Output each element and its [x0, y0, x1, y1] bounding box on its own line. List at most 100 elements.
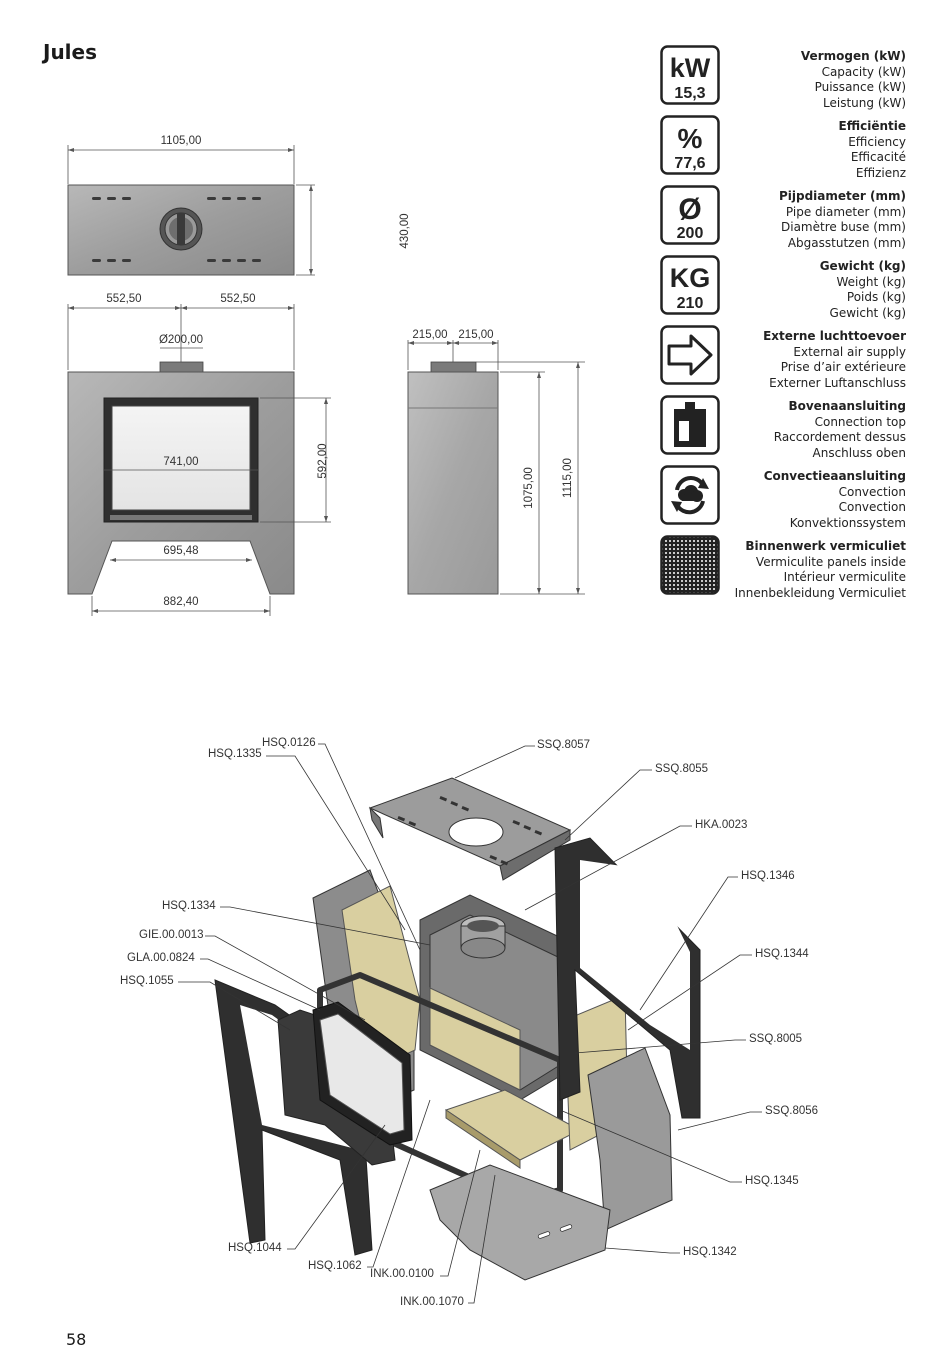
- spec-pipe-fr: Diamètre buse (mm): [781, 220, 906, 235]
- spec-pipe-diameter: Ø 200 Pijpdiameter (mm) Pipe diameter (m…: [660, 185, 906, 250]
- dim-top-width: 1105,00: [161, 135, 202, 147]
- dim-outer-leg-span: 882,40: [163, 596, 198, 608]
- callout-hsq-1334: HSQ.1334: [162, 900, 216, 912]
- spec-connection-top-title: Bovenaansluiting: [788, 399, 906, 413]
- dim-glass-width: 741,00: [163, 456, 198, 468]
- dim-door-height: 592,00: [317, 443, 329, 478]
- weight-icon: KG 210: [660, 255, 720, 315]
- spec-convection-fr: Convection: [838, 500, 906, 515]
- convection-icon: [660, 465, 720, 525]
- spec-capacity-en: Capacity (kW): [821, 64, 906, 79]
- spec-efficiency-fr: Efficacité: [850, 150, 906, 165]
- spec-capacity: kW 15,3 Vermogen (kW) Capacity (kW) Puis…: [660, 45, 906, 110]
- spec-convection: Convectieaansluiting Convection Convecti…: [660, 465, 906, 530]
- callout-hsq-1062: HSQ.1062: [308, 1260, 362, 1272]
- callout-hsq-1345: HSQ.1345: [745, 1175, 799, 1187]
- spec-external-air-title: Externe luchttoevoer: [763, 329, 906, 343]
- spec-efficiency: % 77,6 Efficiëntie Efficiency Efficacité…: [660, 115, 906, 180]
- page-number: 58: [66, 1330, 87, 1349]
- part-right-side-cover: [587, 1047, 673, 1231]
- spec-weight-title: Gewicht (kg): [819, 259, 906, 273]
- callout-ssq-8056: SSQ.8056: [765, 1105, 819, 1117]
- spec-vermiculite-de: Innenbekleidung Vermiculiet: [734, 585, 906, 600]
- part-base-tray: [429, 1164, 611, 1281]
- callout-hsq-1346: HSQ.1346: [741, 870, 795, 882]
- callout-ssq-8055: SSQ.8055: [655, 763, 709, 775]
- spec-pipe-en: Pipe diameter (mm): [785, 204, 906, 219]
- spec-capacity-fr: Puissance (kW): [814, 80, 906, 95]
- dim-top-depth: 430,00: [399, 213, 411, 248]
- spec-efficiency-en: Efficiency: [848, 134, 906, 149]
- dim-front-half-right: 552,50: [220, 293, 255, 305]
- stove-top-connection-icon: [660, 395, 720, 455]
- part-top-panel: [368, 777, 572, 881]
- vermiculite-grid-icon: [660, 535, 720, 595]
- dim-side-half-left: 215,00: [412, 329, 447, 341]
- spec-external-air-fr: Prise d’air extérieure: [780, 360, 906, 375]
- spec-efficiency-de: Effizienz: [855, 165, 906, 180]
- arrow-right-icon: [660, 325, 720, 385]
- spec-efficiency-title: Efficiëntie: [838, 119, 906, 133]
- spec-pipe-de: Abgasstutzen (mm): [787, 235, 906, 250]
- weight-icon-label: KG: [670, 263, 711, 293]
- spec-vermiculite-fr: Intérieur vermiculite: [783, 570, 906, 585]
- diameter-icon-value: 200: [677, 225, 704, 242]
- spec-weight-de: Gewicht (kg): [829, 305, 906, 320]
- spec-capacity-de: Leistung (kW): [823, 95, 906, 110]
- technical-drawings: 1105,00 430,00 552,50: [67, 135, 585, 616]
- spec-vermiculite-title: Binnenwerk vermiculiet: [745, 539, 906, 553]
- side-view: 215,00 215,00 1075,00 1115,00: [407, 329, 585, 595]
- kw-icon-value: 15,3: [674, 85, 705, 102]
- diameter-icon-label: Ø: [678, 193, 701, 226]
- spec-external-air-en: External air supply: [793, 344, 906, 359]
- spec-external-air: Externe luchttoevoer External air supply…: [660, 325, 906, 390]
- dim-side-half-right: 215,00: [458, 329, 493, 341]
- callout-ink-00-1070: INK.00.1070: [400, 1296, 464, 1308]
- callout-hsq-1044: HSQ.1044: [228, 1242, 282, 1254]
- kw-icon-label: kW: [670, 53, 711, 83]
- callout-hsq-0126: HSQ.0126: [262, 737, 316, 749]
- kw-icon: kW 15,3: [660, 45, 720, 105]
- spec-external-air-de: Externer Luftanschluss: [769, 375, 906, 390]
- callout-ssq-8057: SSQ.8057: [537, 739, 591, 751]
- callout-gie-00-0013: GIE.00.0013: [139, 929, 204, 941]
- callout-hsq-1344: HSQ.1344: [755, 948, 809, 960]
- spec-convection-de: Konvektionssystem: [789, 515, 906, 530]
- callout-ssq-8005: SSQ.8005: [749, 1033, 803, 1045]
- spec-convection-en: Convection: [838, 484, 906, 499]
- part-firebox: [419, 894, 571, 1101]
- callout-hka-0023: HKA.0023: [695, 819, 748, 831]
- diameter-icon: Ø 200: [660, 185, 720, 245]
- spec-capacity-title: Vermogen (kW): [800, 49, 906, 63]
- callout-gla-00-0824: GLA.00.0824: [127, 952, 195, 964]
- weight-icon-value: 210: [677, 295, 704, 312]
- callout-hsq-1335: HSQ.1335: [208, 748, 262, 760]
- leader-lines: [178, 743, 762, 1304]
- part-door: [277, 1001, 413, 1166]
- front-view: 552,50 552,50 Ø200,00 741,00 592,00 695,…: [67, 293, 331, 616]
- dim-inner-leg-span: 695,48: [163, 545, 198, 557]
- spec-vermiculite-en: Vermiculite panels inside: [755, 554, 906, 569]
- spec-weight-fr: Poids (kg): [846, 290, 906, 305]
- percent-icon-label: %: [678, 123, 703, 154]
- exploded-view: [178, 743, 762, 1304]
- percent-icon: % 77,6: [660, 115, 720, 175]
- spec-weight: KG 210 Gewicht (kg) Weight (kg) Poids (k…: [660, 255, 906, 320]
- dim-flue-diameter: Ø200,00: [159, 334, 203, 346]
- spec-pipe-title: Pijpdiameter (mm): [778, 189, 906, 203]
- spec-connection-top: Bovenaansluiting Connection top Raccorde…: [660, 395, 906, 460]
- spec-connection-top-fr: Raccordement dessus: [773, 430, 906, 445]
- spec-connection-top-en: Connection top: [814, 414, 906, 429]
- spec-convection-title: Convectieaansluiting: [763, 469, 906, 483]
- spec-connection-top-de: Anschluss oben: [812, 445, 906, 460]
- callout-ink-00-0100: INK.00.0100: [370, 1268, 434, 1280]
- dim-front-half-left: 552,50: [106, 293, 141, 305]
- callout-hsq-1342: HSQ.1342: [683, 1246, 737, 1258]
- percent-icon-value: 77,6: [674, 155, 705, 172]
- spec-weight-en: Weight (kg): [836, 274, 906, 289]
- top-view: 1105,00 430,00: [67, 135, 411, 276]
- dim-side-height-total: 1115,00: [562, 458, 574, 498]
- spec-vermiculite: Binnenwerk vermiculiet Vermiculite panel…: [660, 535, 906, 600]
- callout-hsq-1055: HSQ.1055: [120, 975, 174, 987]
- page-title: Jules: [43, 40, 98, 64]
